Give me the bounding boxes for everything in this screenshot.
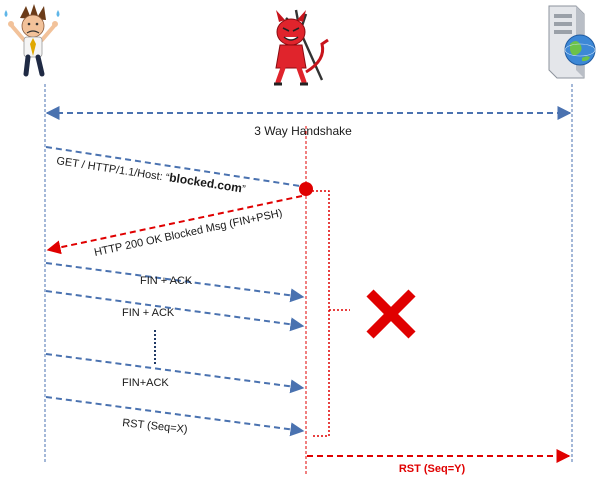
dropped-packets-bracket: [312, 190, 330, 437]
get-request-label: GET / HTTP/1.1/Host: “blocked.com”: [56, 153, 247, 196]
web-server-icon: [548, 5, 596, 79]
get-request-arrow: [45, 146, 301, 187]
get-request-suffix: ”: [241, 183, 247, 195]
blocked-host: blocked.com: [168, 170, 243, 195]
get-request-prefix: GET / HTTP/1.1/Host: “: [56, 155, 171, 184]
injection-point-dot: [299, 182, 313, 196]
handshake-label: 3 Way Handshake: [254, 124, 352, 138]
red-x-icon: [366, 289, 416, 339]
devil-attacker-icon: [274, 9, 329, 86]
fin-ack-arrow-2: [45, 290, 305, 332]
fin-ack-arrow-3: [45, 353, 305, 394]
http-200-arrow: [46, 195, 303, 255]
fin-ack-arrow-1: [45, 262, 305, 303]
rst-client-arrow: [45, 396, 305, 437]
fin-ack-label-2: FIN + ACK: [122, 307, 175, 319]
rst-client-label: RST (Seq=X): [122, 417, 188, 436]
fin-ack-label-1: FIN + ACK: [140, 275, 193, 287]
http-200-label: HTTP 200 OK Blocked Msg (FIN+PSH): [93, 207, 283, 259]
stressed-user-icon: [4, 4, 60, 77]
rst-server-label: RST (Seq=Y): [399, 463, 466, 475]
fin-ack-label-3: FIN+ACK: [122, 377, 169, 389]
